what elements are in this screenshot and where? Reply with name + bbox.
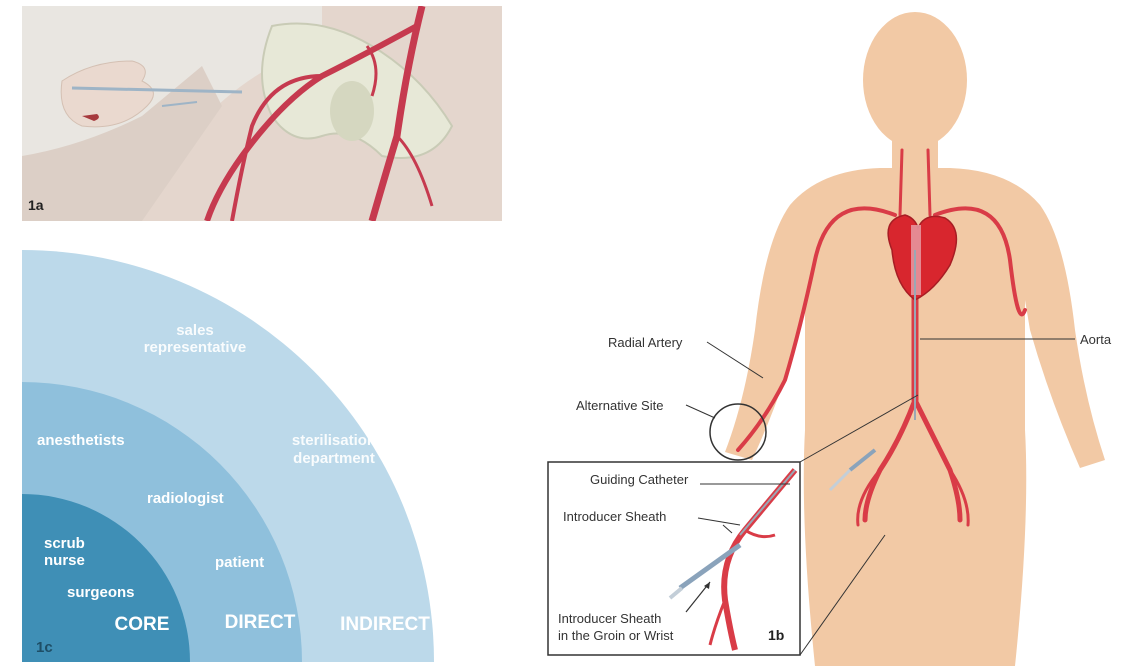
callout-radial-artery: Radial Artery (608, 335, 683, 350)
direct-item-radiologist: radiologist (147, 490, 224, 507)
panel-label-1a: 1a (28, 197, 44, 213)
body-artery-diagram: Radial Artery Alternative Site Aorta Gui… (520, 0, 1124, 666)
callout-guiding-catheter: Guiding Catheter (590, 472, 689, 487)
stakeholder-rings: sales representative sterilisation depar… (22, 250, 482, 662)
panel-label-1b: 1b (768, 627, 784, 643)
core-item-scrub: scrub (44, 535, 85, 552)
ring-label-indirect: INDIRECT (340, 614, 430, 635)
callout-alternative-site: Alternative Site (576, 398, 663, 413)
groin-access-illustration (22, 6, 502, 221)
core-item-surgeons: surgeons (67, 584, 135, 601)
panel-1c-stakeholder-diagram: sales representative sterilisation depar… (22, 250, 482, 662)
leader-alternative-site (686, 405, 715, 418)
panel-1b-body-diagram: Radial Artery Alternative Site Aorta Gui… (520, 0, 1124, 666)
callout-introducer-sheath-groin-line1: Introducer Sheath (558, 611, 661, 626)
panel-label-1c: 1c (36, 639, 53, 656)
indirect-item-representative: representative (144, 339, 247, 356)
core-item-nurse: nurse (44, 552, 85, 569)
inset-groin-detail: Guiding Catheter Introducer Sheath Intro… (548, 462, 800, 655)
callout-introducer-sheath-groin-line2: in the Groin or Wrist (558, 628, 674, 643)
indirect-item-sales: sales (176, 322, 214, 339)
ring-label-direct: DIRECT (225, 612, 296, 633)
callout-introducer-sheath: Introducer Sheath (563, 509, 666, 524)
indirect-item-sterilisation: sterilisation (292, 432, 376, 449)
indirect-item-department: department (293, 450, 375, 467)
direct-item-patient: patient (215, 554, 264, 571)
panel-1a-illustration: 1a (22, 6, 502, 221)
direct-item-anesthetists: anesthetists (37, 432, 125, 449)
callout-aorta: Aorta (1080, 332, 1112, 347)
ring-label-core: CORE (115, 614, 170, 635)
